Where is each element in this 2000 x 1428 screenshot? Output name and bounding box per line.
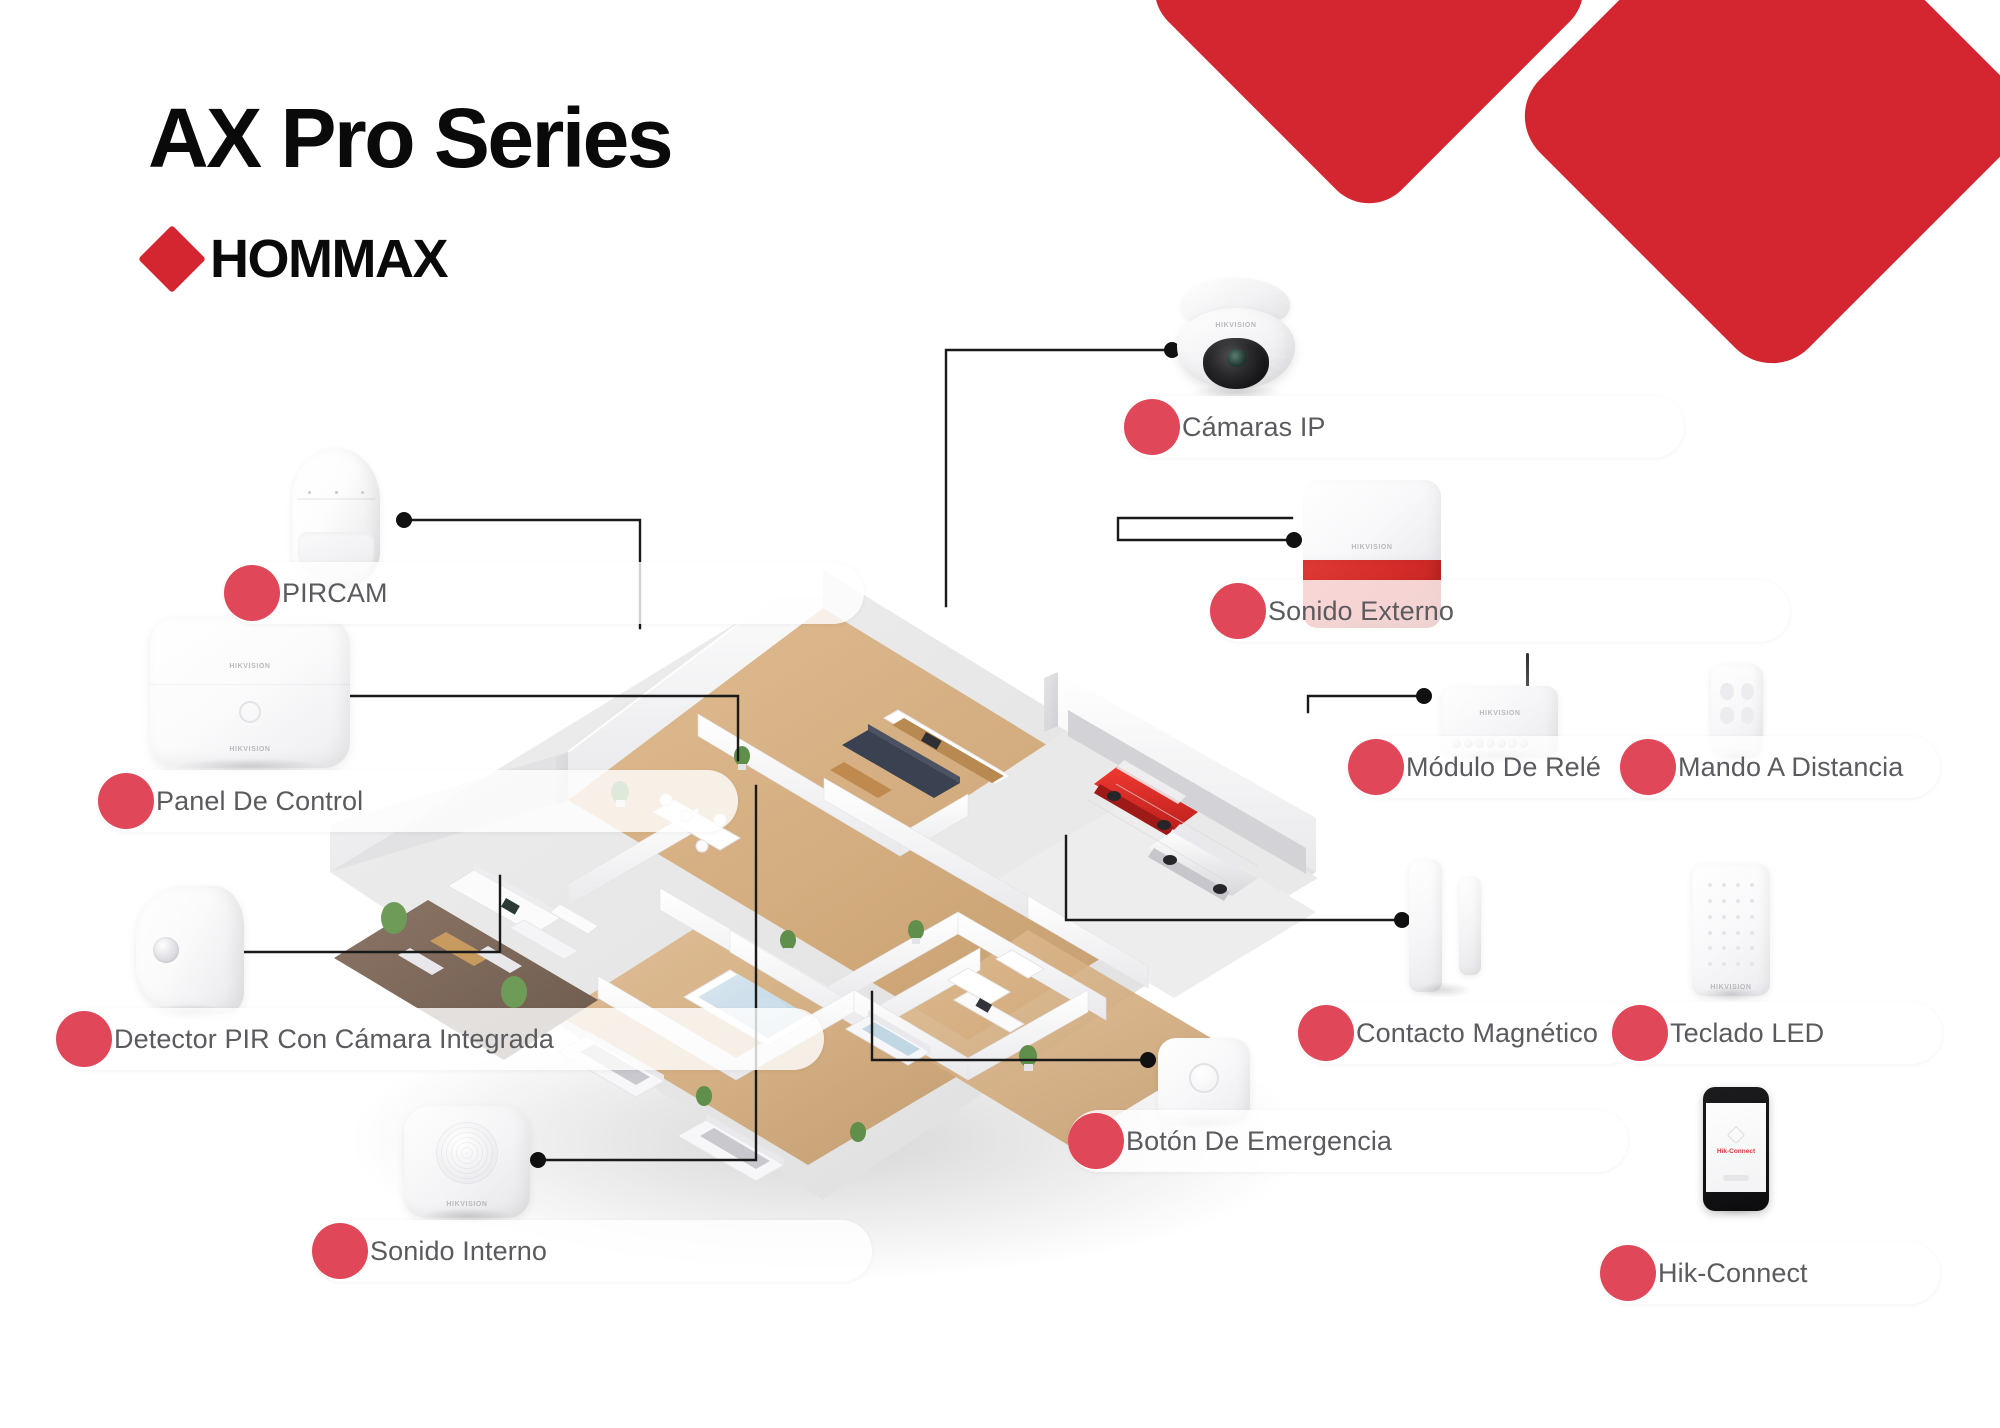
callout-label: Contacto Magnético: [1356, 1017, 1598, 1048]
app-name: Hik-Connect: [1716, 1147, 1756, 1155]
device-image-pir-detector-with-camera: [136, 886, 244, 1020]
callout-mando-a-distancia[interactable]: Mando A Distancia: [1620, 736, 1940, 798]
bullet-dot-icon: [1620, 739, 1676, 795]
bullet-dot-icon: [312, 1223, 368, 1279]
camera-iris-icon: [1226, 348, 1247, 367]
panel-brand-mark-top: HIKVISION: [229, 663, 271, 670]
panic-press-button-icon: [1189, 1062, 1219, 1093]
callout-pircam[interactable]: PIRCAM: [224, 562, 864, 624]
panel-status-led: [239, 700, 261, 723]
page-title: AX Pro Series: [148, 91, 674, 185]
callout-contacto-magnetico[interactable]: Contacto Magnético: [1298, 1002, 1638, 1064]
device-image-magnetic-door-contact: [1409, 860, 1481, 998]
red-diamond-large-decoration: [1503, 0, 2000, 385]
bullet-dot-icon: [56, 1011, 112, 1067]
callout-teclado-led[interactable]: Teclado LED: [1612, 1002, 1942, 1064]
panel-seam: [150, 684, 350, 685]
pircam-seam: [297, 498, 375, 501]
callout-sonido-externo[interactable]: Sonido Externo: [1210, 580, 1790, 642]
device-image-smartphone-app: Hik-Connect: [1703, 1087, 1769, 1217]
phone-screen: Hik-Connect: [1706, 1103, 1766, 1193]
drop-shadow: [1711, 1201, 1761, 1217]
bullet-dot-icon: [98, 773, 154, 829]
bullet-dot-icon: [1298, 1005, 1354, 1061]
callout-label: PIRCAM: [282, 577, 388, 608]
panel-brand-mark-bottom: HIKVISION: [229, 746, 271, 753]
keypad-brand-mark: HIKVISION: [1692, 984, 1770, 991]
device-image-ip-dome-camera: HIKVISION: [1172, 278, 1300, 400]
callout-label: Mando A Distancia: [1678, 751, 1904, 782]
app-button: [1722, 1174, 1750, 1181]
outdoor-siren-upper-housing: [1303, 480, 1441, 563]
bullet-dot-icon: [1600, 1245, 1656, 1301]
pir-camera-body: [136, 886, 244, 1014]
outdoor-siren-brand-mark: HIKVISION: [1351, 543, 1393, 551]
bullet-dot-icon: [224, 565, 280, 621]
contact-magnet: [1459, 877, 1481, 975]
pircam-indicator-dots: [307, 491, 365, 495]
device-image-led-keypad: HIKVISION: [1692, 864, 1770, 1002]
relay-brand-mark: HIKVISION: [1479, 710, 1521, 718]
keypad-key-grid: [1703, 877, 1759, 972]
drop-shadow: [1418, 982, 1472, 998]
camera-lens-icon: [153, 937, 180, 964]
callout-label: Teclado LED: [1670, 1017, 1825, 1048]
callout-label: Botón De Emergencia: [1126, 1125, 1393, 1156]
callout-label: Detector PIR Con Cámara Integrada: [114, 1023, 555, 1054]
camera-bubble: [1202, 338, 1270, 390]
callout-label: Panel De Control: [156, 785, 364, 816]
speaker-grill-icon: [436, 1122, 498, 1185]
brand-name: HOMMAX: [210, 229, 448, 289]
bullet-dot-icon: [1068, 1113, 1124, 1169]
callout-label: Módulo De Relé: [1406, 751, 1602, 782]
bullet-dot-icon: [1348, 739, 1404, 795]
callout-camaras-ip[interactable]: Cámaras IP: [1124, 396, 1684, 458]
contact-transmitter: [1409, 860, 1443, 992]
keyfob-buttons: [1720, 682, 1754, 725]
keypad-body: [1692, 864, 1770, 996]
bullet-dot-icon: [1210, 583, 1266, 639]
callout-panel-de-control[interactable]: Panel De Control: [98, 770, 738, 832]
drop-shadow: [1702, 986, 1760, 1002]
callout-label: Cámaras IP: [1182, 411, 1326, 442]
panel-body: [150, 618, 350, 768]
callout-hik-connect[interactable]: Hik-Connect: [1600, 1242, 1940, 1304]
device-image-indoor-siren: HIKVISION: [404, 1106, 530, 1224]
device-image-alarm-control-panel: HIKVISION HIKVISION: [150, 618, 350, 774]
callout-detector-pir-camara[interactable]: Detector PIR Con Cámara Integrada: [56, 1008, 824, 1070]
callout-sonido-interno[interactable]: Sonido Interno: [312, 1220, 872, 1282]
callout-label: Sonido Interno: [370, 1235, 548, 1266]
callout-boton-de-emergencia[interactable]: Botón De Emergencia: [1068, 1110, 1628, 1172]
app-logo-icon: [1726, 1126, 1746, 1145]
antenna-icon: [1525, 653, 1529, 690]
callout-label: Sonido Externo: [1268, 595, 1455, 626]
brand-logo: HOMMAX: [138, 225, 448, 293]
bullet-dot-icon: [1124, 399, 1180, 455]
bullet-dot-icon: [1612, 1005, 1668, 1061]
indoor-siren-brand-mark: HIKVISION: [446, 1200, 488, 1208]
callout-label: Hik-Connect: [1658, 1257, 1808, 1288]
camera-brand-mark: HIKVISION: [1215, 322, 1257, 330]
diamond-icon: [138, 225, 206, 293]
